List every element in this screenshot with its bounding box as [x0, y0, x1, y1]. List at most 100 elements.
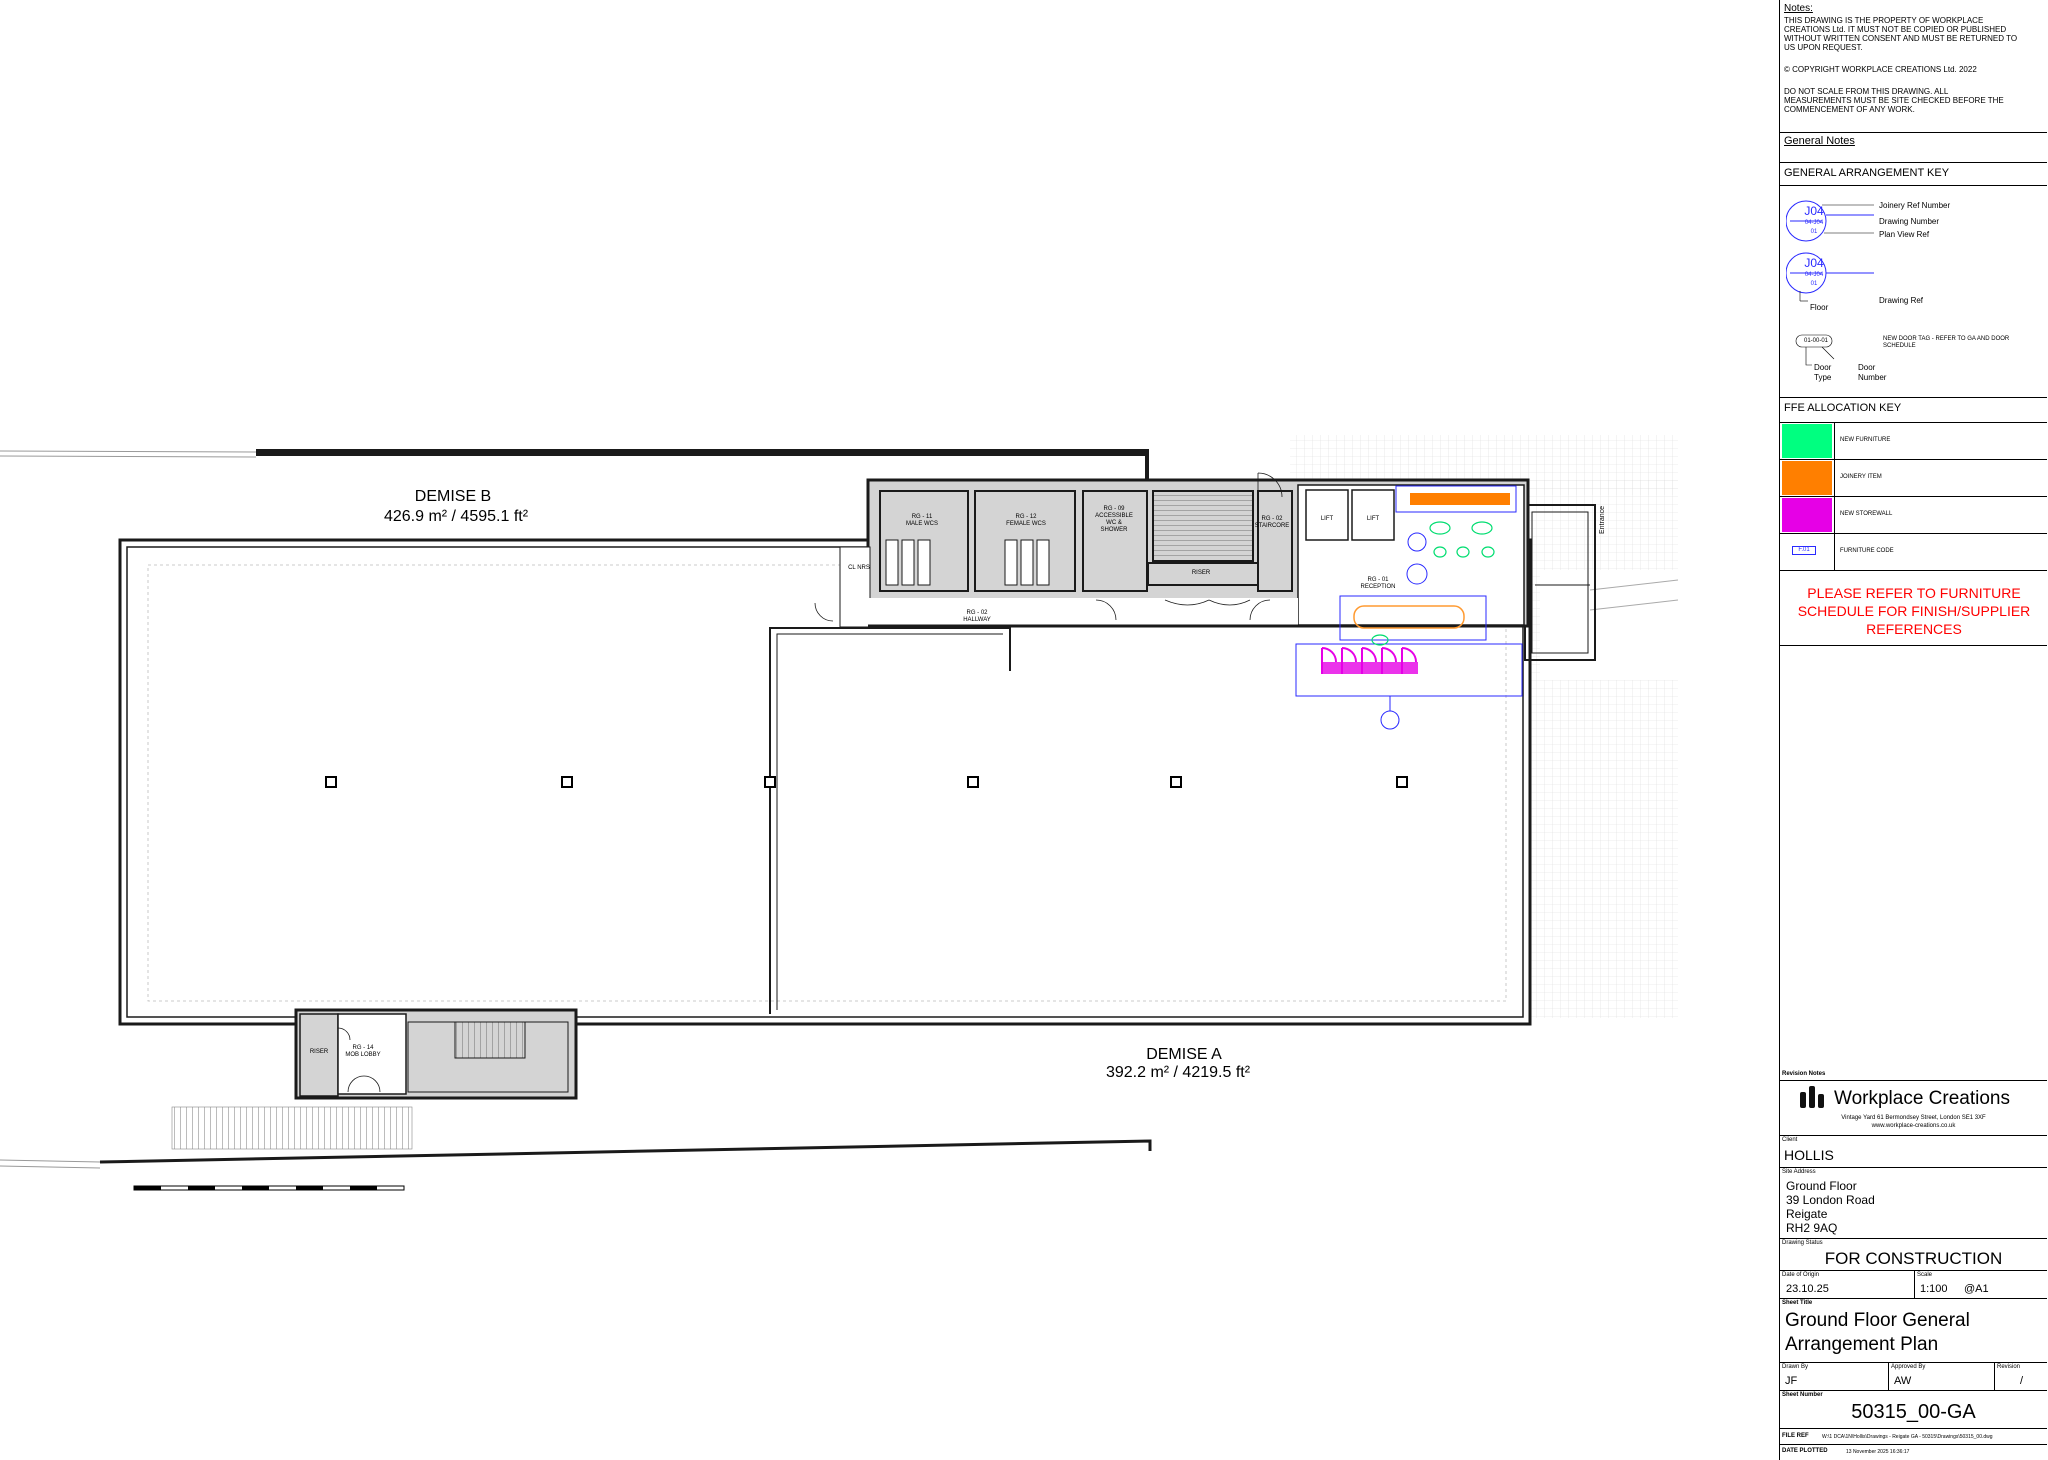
ga-tag-num-2: 04-J04 [1804, 272, 1824, 278]
site-address-line-2: 39 London Road [1786, 1193, 1875, 1207]
title-block: Notes: THIS DRAWING IS THE PROPERTY OF W… [1779, 0, 2047, 1460]
approved-by-label: Approved By [1891, 1364, 1926, 1370]
notes-line-4: US UPON REQUEST. [1784, 43, 1863, 52]
approved-by-value: AW [1894, 1375, 1912, 1387]
notes-heading: Notes: [1784, 3, 1813, 14]
door-tag-sample: 01-00-01 [1803, 338, 1829, 344]
site-boundary [0, 449, 1152, 1169]
no-scale-line-3: COMMENCEMENT OF ANY WORK. [1784, 105, 1915, 114]
scale-value: 1:100 [1920, 1283, 1948, 1295]
building-shell [118, 504, 1596, 1026]
new-storewall-swatch [1782, 498, 1832, 532]
room-lift-2: LIFT [1367, 516, 1380, 522]
floor-label: Floor [1810, 303, 1829, 312]
drawing-status-label: Drawing Status [1782, 1240, 1823, 1246]
door-number-label: Door Number [1858, 363, 1887, 382]
general-notes-heading: General Notes [1784, 135, 1855, 147]
approvals-panel: Drawn By JF Approved By AW Revision / [1780, 1363, 2047, 1391]
date-scale-panel: Date of Origin 23.10.25 Scale 1:100 @A1 [1780, 1271, 2047, 1299]
client-value: HOLLIS [1784, 1147, 1834, 1163]
drawn-by-value: JF [1785, 1375, 1798, 1387]
scale-paper: @A1 [1964, 1283, 1989, 1295]
file-ref-value: W:\1 DCA\1N\Hollis\Drawings - Reigate GA… [1822, 1434, 1993, 1440]
room-lift-1: LIFT [1321, 516, 1334, 522]
site-address-line-1: Ground Floor [1786, 1179, 1857, 1193]
ga-key-diagram [1786, 200, 1874, 366]
file-ref-panel: FILE REF W:\1 DCA\1N\Hollis\Drawings - R… [1780, 1429, 2047, 1445]
sheet-number-panel: Sheet Number 50315_00-GA [1780, 1391, 2047, 1429]
plan-view-ref-label: Plan View Ref [1879, 230, 1930, 239]
ffe-row-new-furniture: NEW FURNITURE [1780, 423, 2047, 460]
ffe-row-new-storewall: NEW STOREWALL [1780, 497, 2047, 534]
ga-key-panel: GENERAL ARRANGEMENT KEY J04 04-J04 01 [1780, 163, 2047, 398]
demise-a-area: 392.2 m² / 4219.5 ft² [1106, 1064, 1251, 1081]
room-cleaners: CL NRS [848, 565, 870, 571]
ffe-label-new-furniture: NEW FURNITURE [1840, 437, 1891, 443]
reception-ffe [1295, 485, 1523, 730]
company-panel: Workplace Creations Vintage Yard 61 Berm… [1780, 1080, 2047, 1136]
drawing-status-panel: Drawing Status FOR CONSTRUCTION [1780, 1239, 2047, 1271]
no-scale-line-2: MEASUREMENTS MUST BE SITE CHECKED BEFORE… [1784, 96, 2004, 105]
revision-label: Revision [1997, 1364, 2021, 1370]
ga-tag-view-2: 01 [1810, 281, 1818, 287]
ffe-key-heading: FFE ALLOCATION KEY [1784, 402, 1902, 414]
company-address: Vintage Yard 61 Bermondsey Street, Londo… [1841, 1115, 1986, 1121]
site-address-line-3: Reigate [1786, 1207, 1828, 1221]
revision-notes-label: Revision Notes [1782, 1071, 1826, 1077]
drawn-by-label: Drawn By [1782, 1364, 1809, 1370]
ga-tag-view-1: 01 [1810, 229, 1818, 235]
company-web: www.workplace-creations.co.uk [1871, 1123, 1956, 1129]
drawing-ref-label: Drawing Ref [1879, 296, 1924, 305]
sheet-title-panel: Sheet Title Ground Floor General Arrange… [1780, 1299, 2047, 1363]
room-riser-bottom: RISER [310, 1049, 329, 1055]
notes-panel: Notes: THIS DRAWING IS THE PROPERTY OF W… [1780, 0, 2047, 133]
core-block-top [814, 472, 1530, 628]
demise-b-area: 426.9 m² / 4595.1 ft² [384, 508, 529, 525]
furniture-schedule-notice: PLEASE REFER TO FURNITURE SCHEDULE FOR F… [1797, 585, 2031, 637]
door-tag-note: NEW DOOR TAG - REFER TO GA AND DOOR SCHE… [1883, 336, 2010, 349]
date-plotted-value: 13 November 2025 16:36:17 [1846, 1449, 1910, 1455]
sheet-number-value: 50315_00-GA [1851, 1401, 1976, 1423]
ffe-row-joinery: JOINERY ITEM [1780, 460, 2047, 497]
revision-value: / [2020, 1375, 2024, 1387]
site-address-label: Site Address [1782, 1169, 1816, 1175]
sheet-title-line-2: Arrangement Plan [1785, 1334, 1939, 1355]
no-scale-line-1: DO NOT SCALE FROM THIS DRAWING. ALL [1784, 87, 1949, 96]
date-of-origin-label: Date of Origin [1782, 1272, 1820, 1278]
ga-key-heading: GENERAL ARRANGEMENT KEY [1784, 167, 1950, 179]
ga-tag-ref-1: J04 [1804, 204, 1824, 218]
core-block-bottom [294, 1008, 578, 1100]
general-notes-panel: General Notes [1780, 133, 2047, 163]
ffe-label-new-storewall: NEW STOREWALL [1840, 511, 1893, 517]
date-plotted-label: DATE PLOTTED [1782, 1448, 1828, 1454]
notes-line-1: THIS DRAWING IS THE PROPERTY OF WORKPLAC… [1784, 16, 1984, 25]
company-name: Workplace Creations [1834, 1088, 2011, 1109]
client-label: Client [1782, 1137, 1798, 1143]
date-of-origin-value: 23.10.25 [1786, 1283, 1829, 1295]
copyright-note: © COPYRIGHT WORKPLACE CREATIONS Ltd. 202… [1784, 65, 1977, 74]
sheet-title-label: Sheet Title [1782, 1300, 1813, 1306]
notes-line-3: WITHOUT WRITTEN CONSENT AND MUST BE RETU… [1784, 34, 2018, 43]
new-furniture-swatch [1782, 424, 1832, 458]
joinery-ref-label: Joinery Ref Number [1879, 201, 1951, 210]
ffe-label-furniture-code: FURNITURE CODE [1840, 548, 1894, 554]
ga-tag-ref-2: J04 [1804, 256, 1824, 270]
demise-a-name: DEMISE A [1146, 1046, 1222, 1063]
joinery-swatch [1782, 461, 1832, 495]
demise-b-name: DEMISE B [415, 488, 491, 505]
company-logo-icon [1800, 1086, 1824, 1108]
furniture-code-sample: F.01 [1792, 546, 1816, 555]
scale-label: Scale [1917, 1272, 1933, 1278]
door-type-label: Door Type [1814, 363, 1832, 382]
ffe-key-panel: FFE ALLOCATION KEY NEW FURNITURE JOINERY… [1780, 398, 2047, 646]
ffe-label-joinery: JOINERY ITEM [1840, 474, 1882, 480]
ffe-row-furniture-code: F.01 FURNITURE CODE [1780, 534, 2047, 571]
drawing-status-value: FOR CONSTRUCTION [1824, 1249, 2003, 1268]
